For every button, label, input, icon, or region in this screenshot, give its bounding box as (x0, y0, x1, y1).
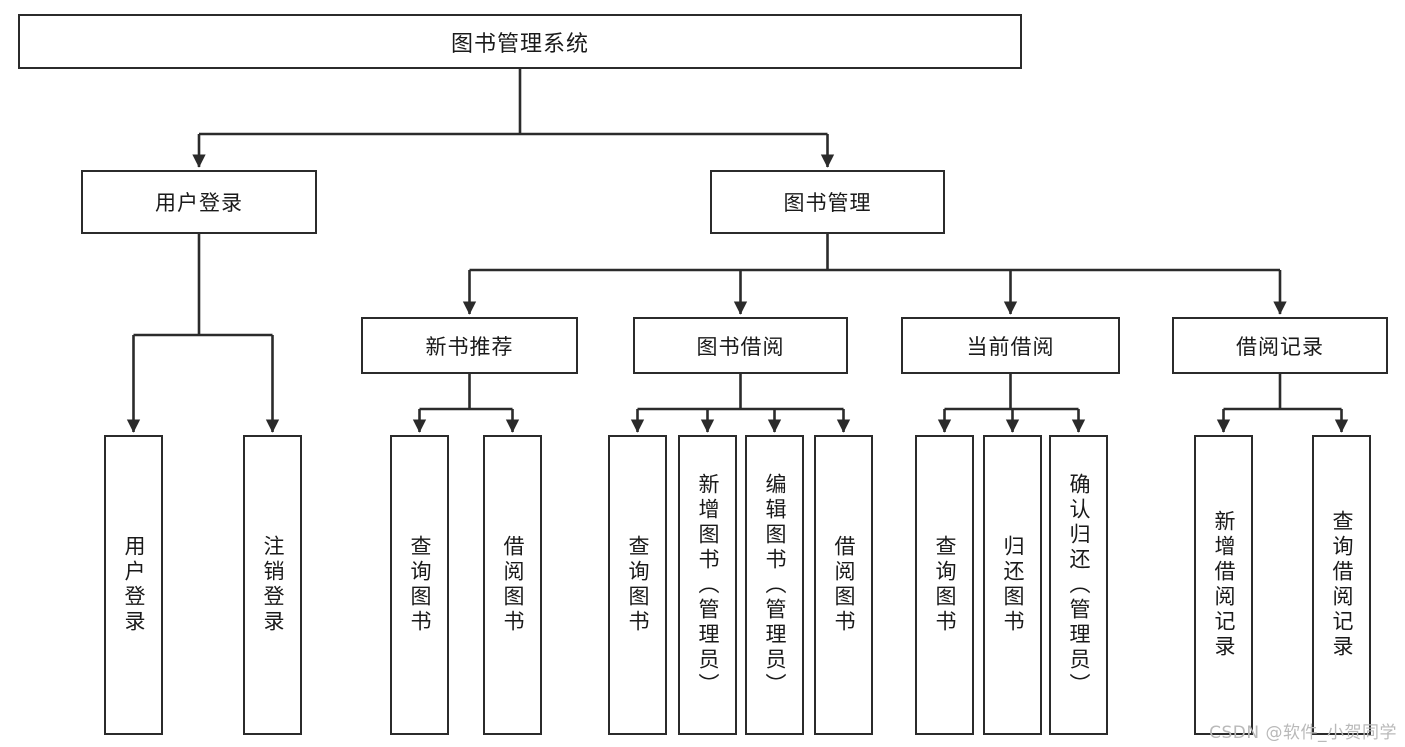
node-leaf-confirm-return-admin[interactable]: 确认归还（管理员） (1049, 435, 1108, 735)
node-label: 图书管理 (783, 191, 872, 215)
node-label: 新增借阅记录 (1211, 510, 1236, 660)
node-label: 注销登录 (260, 535, 285, 635)
node-label: 查询图书 (932, 535, 957, 635)
node-label: 查询借阅记录 (1329, 510, 1354, 660)
node-label: 借阅记录 (1236, 334, 1324, 359)
node-label: 查询图书 (407, 535, 432, 635)
node-leaf-add-book-admin[interactable]: 新增图书（管理员） (678, 435, 737, 735)
node-leaf-query-book-1[interactable]: 查询图书 (390, 435, 449, 735)
node-book-manage[interactable]: 图书管理 (710, 170, 945, 234)
node-label: 新增图书（管理员） (695, 472, 720, 698)
node-current-borrow[interactable]: 当前借阅 (901, 317, 1120, 374)
node-leaf-add-borrow-record[interactable]: 新增借阅记录 (1194, 435, 1253, 735)
node-label: 确认归还（管理员） (1066, 472, 1091, 698)
node-leaf-logout[interactable]: 注销登录 (243, 435, 302, 735)
node-label: 新书推荐 (425, 334, 514, 359)
node-borrow-record[interactable]: 借阅记录 (1172, 317, 1388, 374)
node-leaf-user-login[interactable]: 用户登录 (104, 435, 163, 735)
node-label: 归还图书 (1000, 535, 1025, 635)
node-label: 编辑图书（管理员） (762, 472, 787, 698)
node-label: 当前借阅 (966, 334, 1055, 359)
node-user-login[interactable]: 用户登录 (81, 170, 317, 234)
node-label: 查询图书 (625, 535, 650, 635)
node-label: 借阅图书 (500, 535, 525, 635)
node-new-book-recommend[interactable]: 新书推荐 (361, 317, 578, 374)
node-label: 图书借阅 (696, 334, 785, 359)
node-book-borrow[interactable]: 图书借阅 (633, 317, 848, 374)
node-label: 用户登录 (155, 191, 243, 215)
node-leaf-borrow-book-1[interactable]: 借阅图书 (483, 435, 542, 735)
node-leaf-borrow-book-2[interactable]: 借阅图书 (814, 435, 873, 735)
node-label: 借阅图书 (831, 535, 856, 635)
node-label: 用户登录 (121, 535, 146, 635)
node-leaf-edit-book-admin[interactable]: 编辑图书（管理员） (745, 435, 804, 735)
node-leaf-query-book-3[interactable]: 查询图书 (915, 435, 974, 735)
node-leaf-query-book-2[interactable]: 查询图书 (608, 435, 667, 735)
node-label: 图书管理系统 (450, 31, 589, 57)
node-root[interactable]: 图书管理系统 (18, 14, 1022, 69)
node-leaf-return-book[interactable]: 归还图书 (983, 435, 1042, 735)
node-leaf-query-borrow-record[interactable]: 查询借阅记录 (1312, 435, 1371, 735)
